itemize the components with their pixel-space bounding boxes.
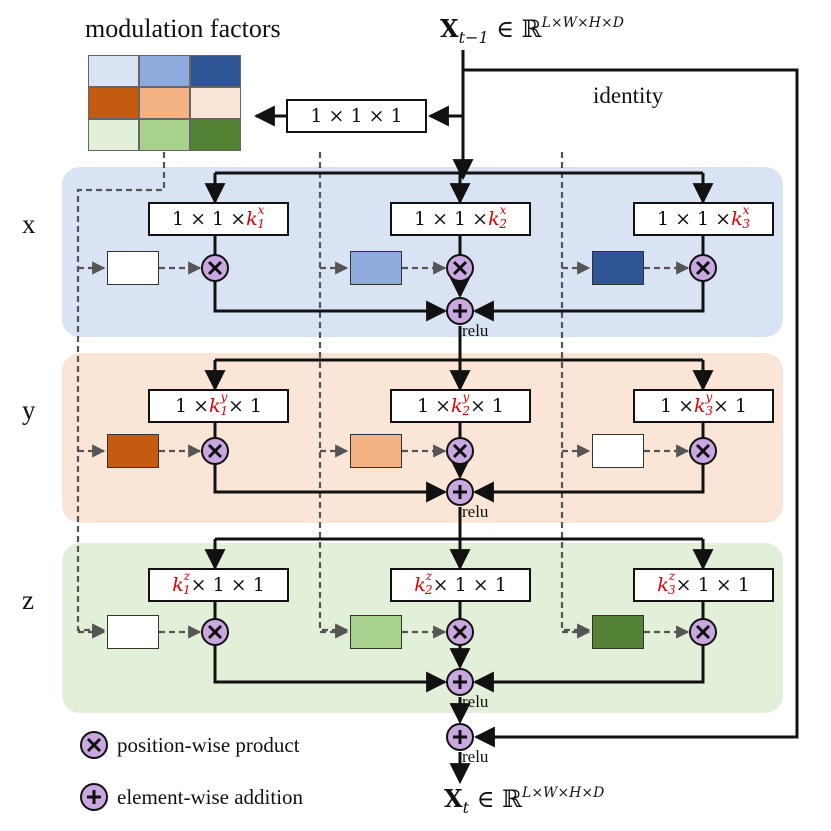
sum-op-z xyxy=(446,668,474,696)
factor-box-z-1 xyxy=(107,615,159,649)
modulation-cell xyxy=(190,87,241,119)
product-op-y-1 xyxy=(201,437,229,465)
modulation-cell xyxy=(139,55,190,87)
legend-product-label: position-wise product xyxy=(117,733,300,757)
factor-box-y-1 xyxy=(107,434,159,468)
factor-box-y-3 xyxy=(592,434,644,468)
relu-label-final: relu xyxy=(462,747,489,766)
product-op-z-3 xyxy=(689,618,717,646)
factor-box-z-2 xyxy=(350,615,402,649)
sum-op-y xyxy=(446,478,474,506)
product-op-z-1 xyxy=(201,618,229,646)
factor-box-x-2 xyxy=(350,251,402,285)
modulation-cell xyxy=(88,55,139,87)
modulation-cell xyxy=(190,55,241,87)
relu-label-z: relu xyxy=(462,692,489,711)
factor-box-y-2 xyxy=(350,434,402,468)
product-op-x-2 xyxy=(446,254,474,282)
sum-op-x xyxy=(446,297,474,325)
band-y xyxy=(62,353,783,523)
axis-label-x: x xyxy=(22,209,36,239)
axis-label-z: z xyxy=(22,585,34,615)
product-op-x-1 xyxy=(201,254,229,282)
modulation-cell xyxy=(139,87,190,119)
output-label: Xt ∈ ℝL×W×H×D xyxy=(444,784,605,817)
legend-addition-label: element-wise addition xyxy=(117,785,304,809)
factor-box-x-1 xyxy=(107,251,159,285)
modulation-cell xyxy=(88,119,139,151)
relu-label-x: relu xyxy=(462,321,489,340)
modulation-cell xyxy=(190,119,241,151)
modulation-title: modulation factors xyxy=(85,14,281,43)
product-op-z-2 xyxy=(446,618,474,646)
product-op-y-2 xyxy=(446,437,474,465)
factor-box-x-3 xyxy=(592,251,644,285)
band-x xyxy=(62,167,783,337)
axis-label-y: y xyxy=(22,395,36,425)
factor-box-z-3 xyxy=(592,615,644,649)
pointwise-conv-box: 1 × 1 × 1 xyxy=(286,99,427,133)
product-op-x-3 xyxy=(689,254,717,282)
identity-label: identity xyxy=(593,83,664,108)
legend-addition-icon xyxy=(80,783,108,811)
modulation-cell xyxy=(88,87,139,119)
input-label: Xt−1 ∈ ℝL×W×H×D xyxy=(440,14,624,47)
legend-product-icon xyxy=(80,731,108,759)
relu-label-y: relu xyxy=(462,502,489,521)
modulation-cell xyxy=(139,119,190,151)
residual-sum-op xyxy=(446,723,474,751)
product-op-y-3 xyxy=(689,437,717,465)
